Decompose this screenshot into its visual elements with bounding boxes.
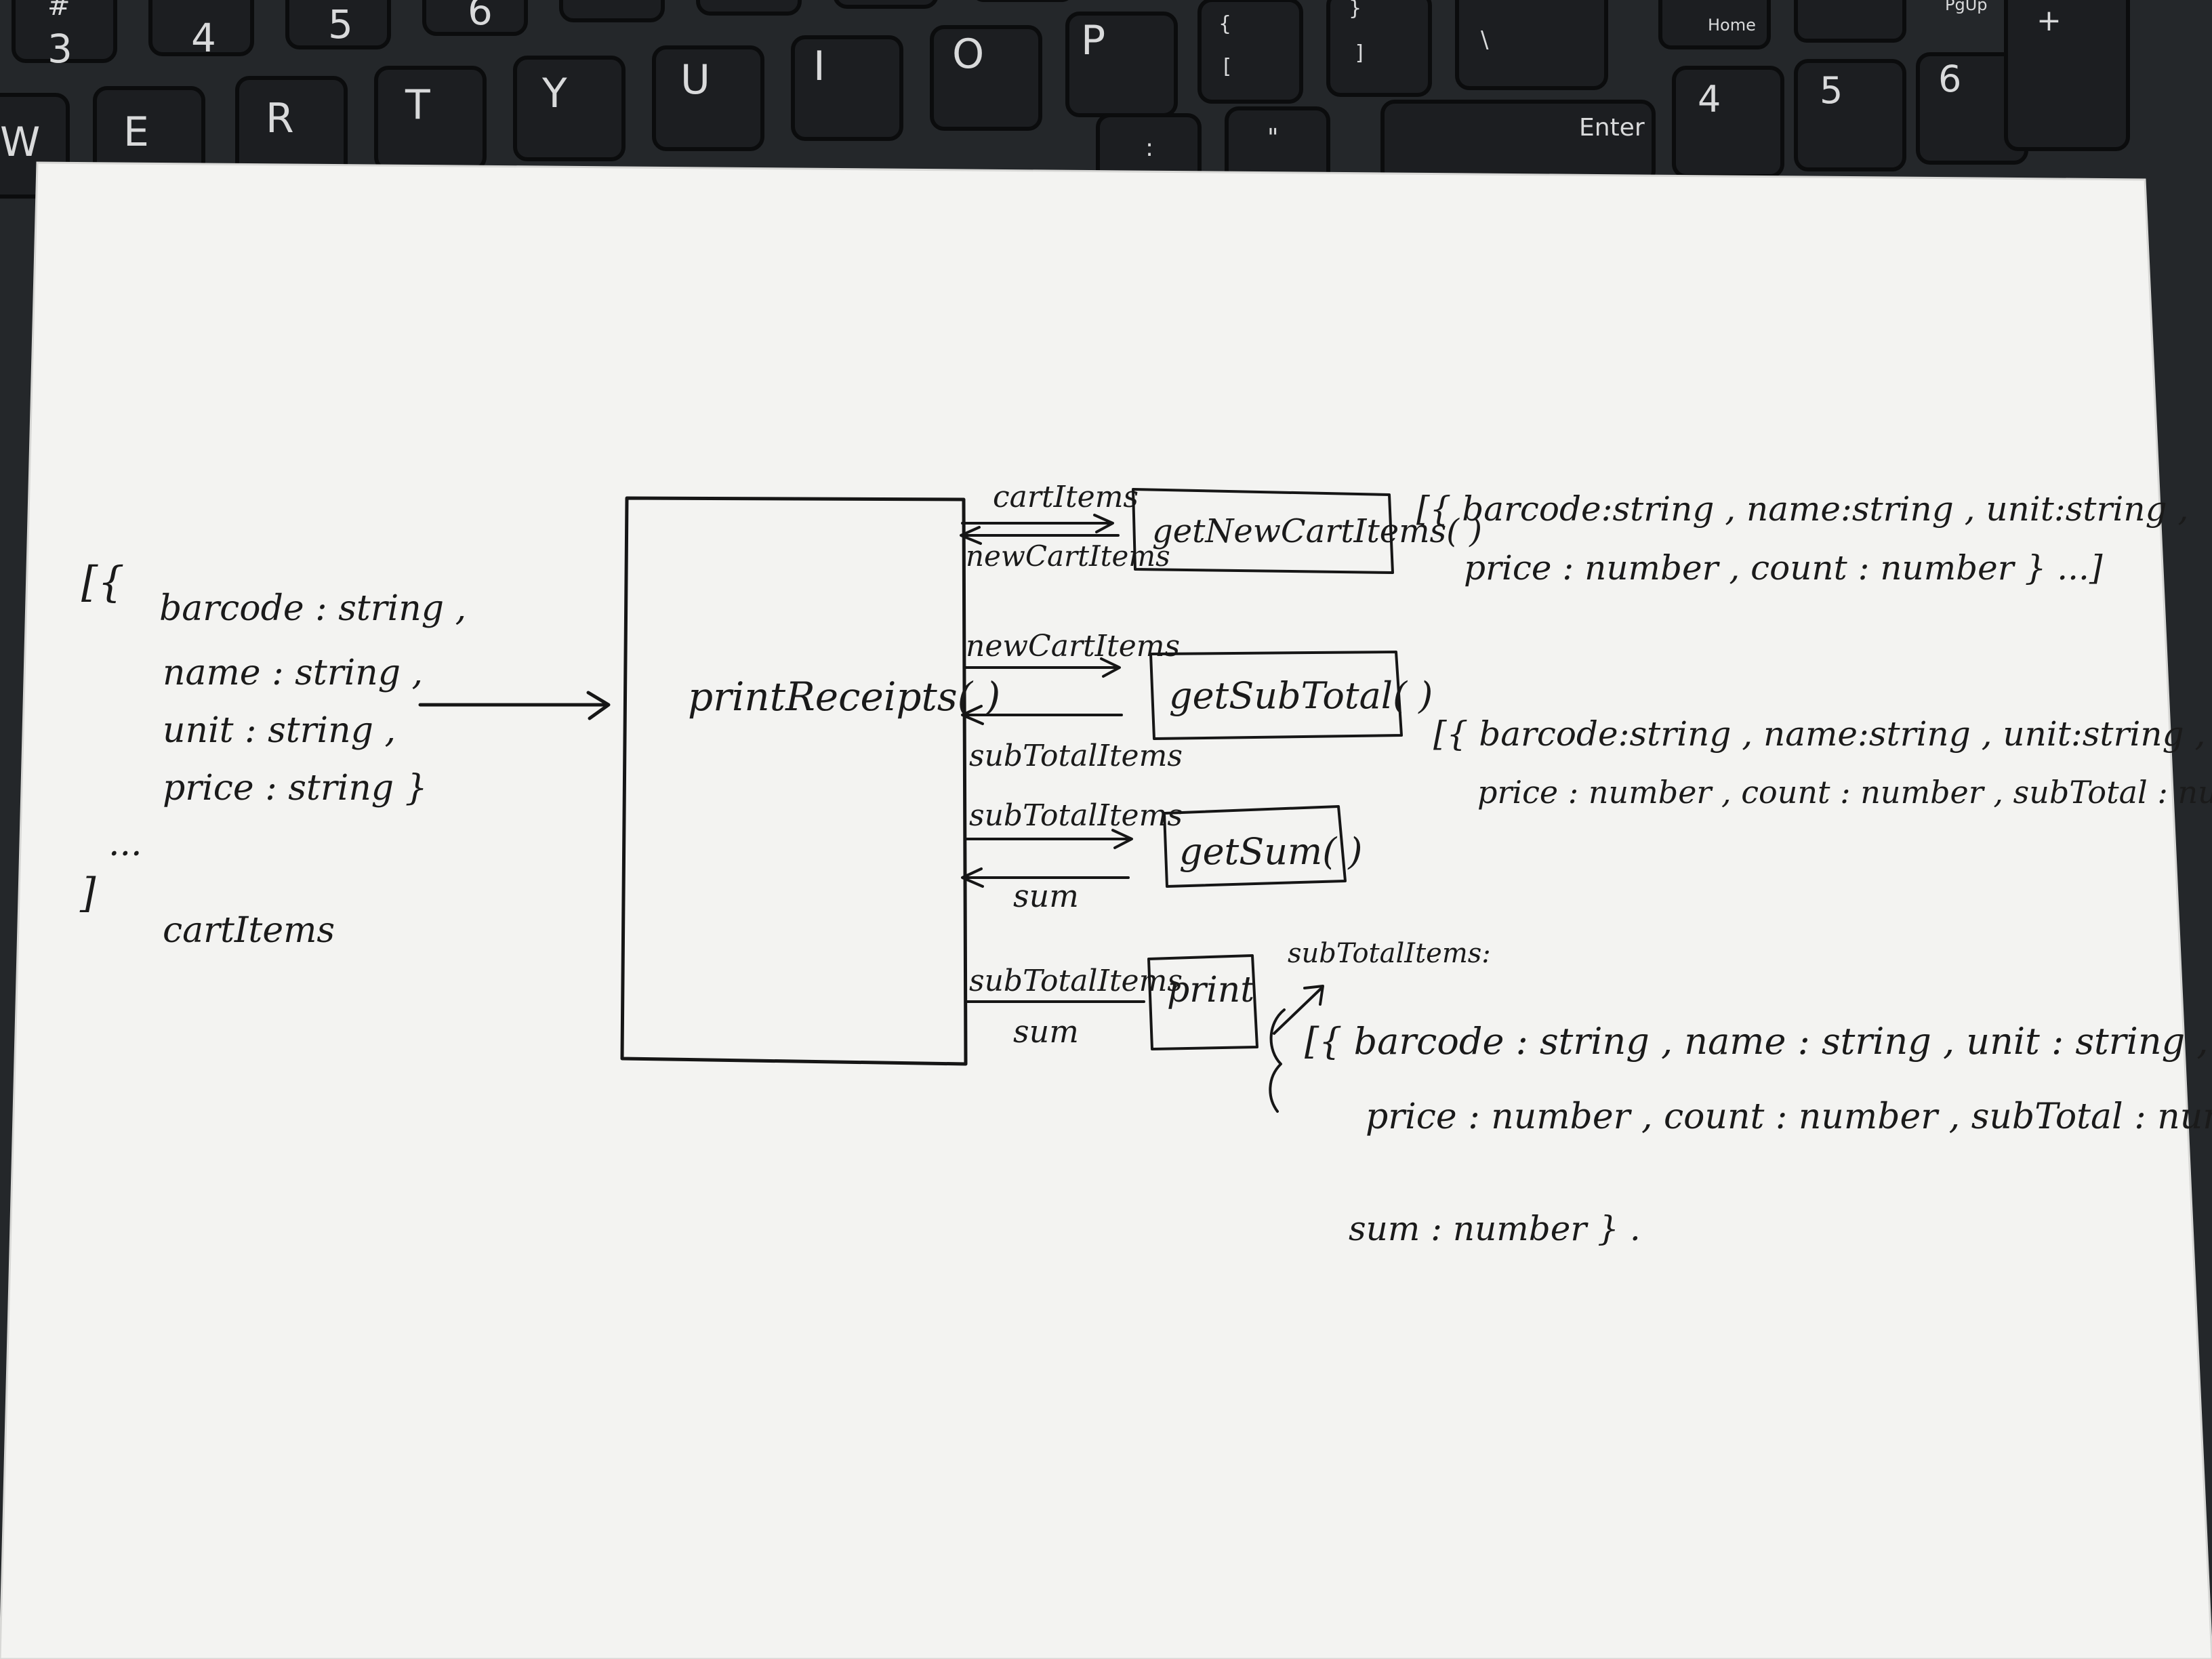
- key-3: # 3: [12, 0, 117, 72]
- svg-text:R: R: [266, 95, 294, 142]
- key-4: 4: [148, 0, 254, 61]
- schema-2-line-2: price : number , count : number , subTot…: [1477, 774, 2212, 811]
- svg-text:+: +: [2036, 3, 2062, 38]
- key-brace-right: } ]: [1326, 0, 1432, 97]
- numpad-plus: +: [2004, 0, 2130, 151]
- key-quote: ": [1225, 106, 1330, 185]
- step-4-function-label: print: [1167, 970, 1254, 1010]
- key-brace-left: { [: [1197, 0, 1303, 104]
- schema-1-line-1: [{ barcode:string , name:string , unit:s…: [1416, 489, 2188, 529]
- step-1-function-label: getNewCartItems( ): [1152, 512, 1482, 550]
- numpad-4: 4: [1672, 66, 1784, 178]
- input-field-2: name : string ,: [163, 653, 423, 693]
- schema-2-line-1: [{ barcode:string , name:string , unit:s…: [1433, 714, 2205, 754]
- svg-text:O: O: [952, 30, 984, 78]
- step-2-function-label: getSubTotal( ): [1169, 674, 1433, 717]
- schema-new-cart-items: [{ barcode:string , name:string , unit:s…: [1416, 489, 2188, 588]
- schema-1-line-2: price : number , count : number } ...]: [1464, 548, 2103, 588]
- svg-text:]: ]: [1355, 41, 1364, 65]
- key-home: Home: [1658, 0, 1771, 49]
- step-3-return-label: sum: [1013, 878, 1079, 914]
- svg-text:Home: Home: [1708, 16, 1756, 35]
- schema-3-line-3: sum : number } .: [1349, 1209, 1641, 1248]
- key-7: [559, 0, 665, 22]
- svg-text:": ": [1267, 124, 1279, 152]
- numpad-5: 5: [1794, 59, 1906, 171]
- svg-text:6: 6: [1938, 58, 1961, 100]
- key-pgup: PgUp: [1794, 0, 1988, 43]
- svg-text:{: {: [1218, 12, 1231, 36]
- svg-text:I: I: [813, 43, 825, 90]
- key-r: R: [235, 76, 348, 182]
- step-2-arg-label: newCartItems: [966, 629, 1180, 663]
- key-u: U: [652, 45, 764, 151]
- step-4-arg2-label: sum: [1013, 1013, 1079, 1050]
- key-6: 6: [422, 0, 528, 36]
- svg-text:#: #: [47, 0, 70, 22]
- svg-text:[: [: [1223, 55, 1231, 79]
- step-get-subtotal: newCartItems subTotalItems getSubTotal( …: [961, 629, 1433, 773]
- main-function-box: printReceipts( ): [620, 496, 1000, 1066]
- schema-3-line-1: [{ barcode : string , name : string , un…: [1305, 1020, 2209, 1063]
- key-i: I: [791, 35, 903, 141]
- input-list-open: [{: [81, 557, 125, 607]
- numpad-6: 6: [1916, 52, 2028, 165]
- schema-print-args: subTotalItems: [{ barcode : string , nam…: [1288, 938, 2212, 1248]
- step-get-sum: subTotalItems sum getSum( ): [961, 798, 1363, 914]
- arrow-input-to-main: [418, 691, 611, 720]
- schema-3-line-2: price : number , count : number , subTot…: [1366, 1097, 2212, 1137]
- svg-text:\: \: [1481, 26, 1489, 54]
- svg-text:6: 6: [468, 0, 493, 34]
- key-t: T: [374, 66, 487, 171]
- input-list: [{ barcode : string , name : string , un…: [79, 557, 466, 951]
- svg-text:Y: Y: [541, 70, 567, 117]
- input-field-3: unit : string ,: [163, 710, 396, 751]
- svg-text:Enter: Enter: [1579, 114, 1645, 142]
- svg-text:W: W: [0, 119, 40, 166]
- key-5: 5: [285, 0, 391, 49]
- svg-text:}: }: [1349, 0, 1361, 20]
- key-backslash: \: [1455, 0, 1608, 90]
- key-o: O: [930, 25, 1042, 131]
- step-4-arg-label: subTotalItems: [969, 964, 1183, 998]
- schema-subtotal-items: [{ barcode:string , name:string , unit:s…: [1433, 714, 2212, 811]
- step-get-new-cart-items: cartItems newCartItems getNewCartItems( …: [960, 480, 1482, 574]
- step-1-arg-label: cartItems: [993, 480, 1139, 514]
- main-function-label: printReceipts( ): [688, 674, 1000, 720]
- svg-text:4: 4: [191, 15, 216, 61]
- svg-text:PgUp: PgUp: [1945, 0, 1988, 14]
- step-1-return-label: newCartItems: [966, 539, 1170, 573]
- step-3-arg-label: subTotalItems: [969, 798, 1183, 833]
- paper-sheet: [0, 163, 2212, 1659]
- svg-text:U: U: [680, 56, 710, 104]
- step-2-return-label: subTotalItems: [969, 739, 1183, 773]
- step-print: subTotalItems sum print: [964, 954, 1324, 1113]
- svg-text:T: T: [405, 81, 430, 129]
- input-list-ellipsis: ...: [108, 823, 142, 864]
- svg-text::: :: [1145, 134, 1153, 162]
- input-field-4: price : string }: [163, 768, 428, 808]
- key-enter: Enter: [1380, 100, 1656, 185]
- input-list-close: ]: [79, 869, 96, 917]
- key-p: P: [1065, 12, 1178, 117]
- input-list-label: cartItems: [163, 910, 335, 951]
- schema-3-label: subTotalItems:: [1288, 938, 1491, 969]
- svg-text:E: E: [123, 108, 149, 156]
- input-field-1: barcode : string ,: [159, 588, 466, 629]
- svg-text:5: 5: [328, 1, 353, 47]
- step-3-function-label: getSum( ): [1179, 830, 1363, 873]
- handwritten-diagram: [{ barcode : string , name : string , un…: [79, 480, 2212, 1248]
- svg-text:5: 5: [1820, 69, 1843, 112]
- svg-text:4: 4: [1698, 78, 1721, 121]
- svg-text:P: P: [1081, 17, 1105, 64]
- key-y: Y: [513, 56, 626, 161]
- svg-text:3: 3: [47, 26, 73, 72]
